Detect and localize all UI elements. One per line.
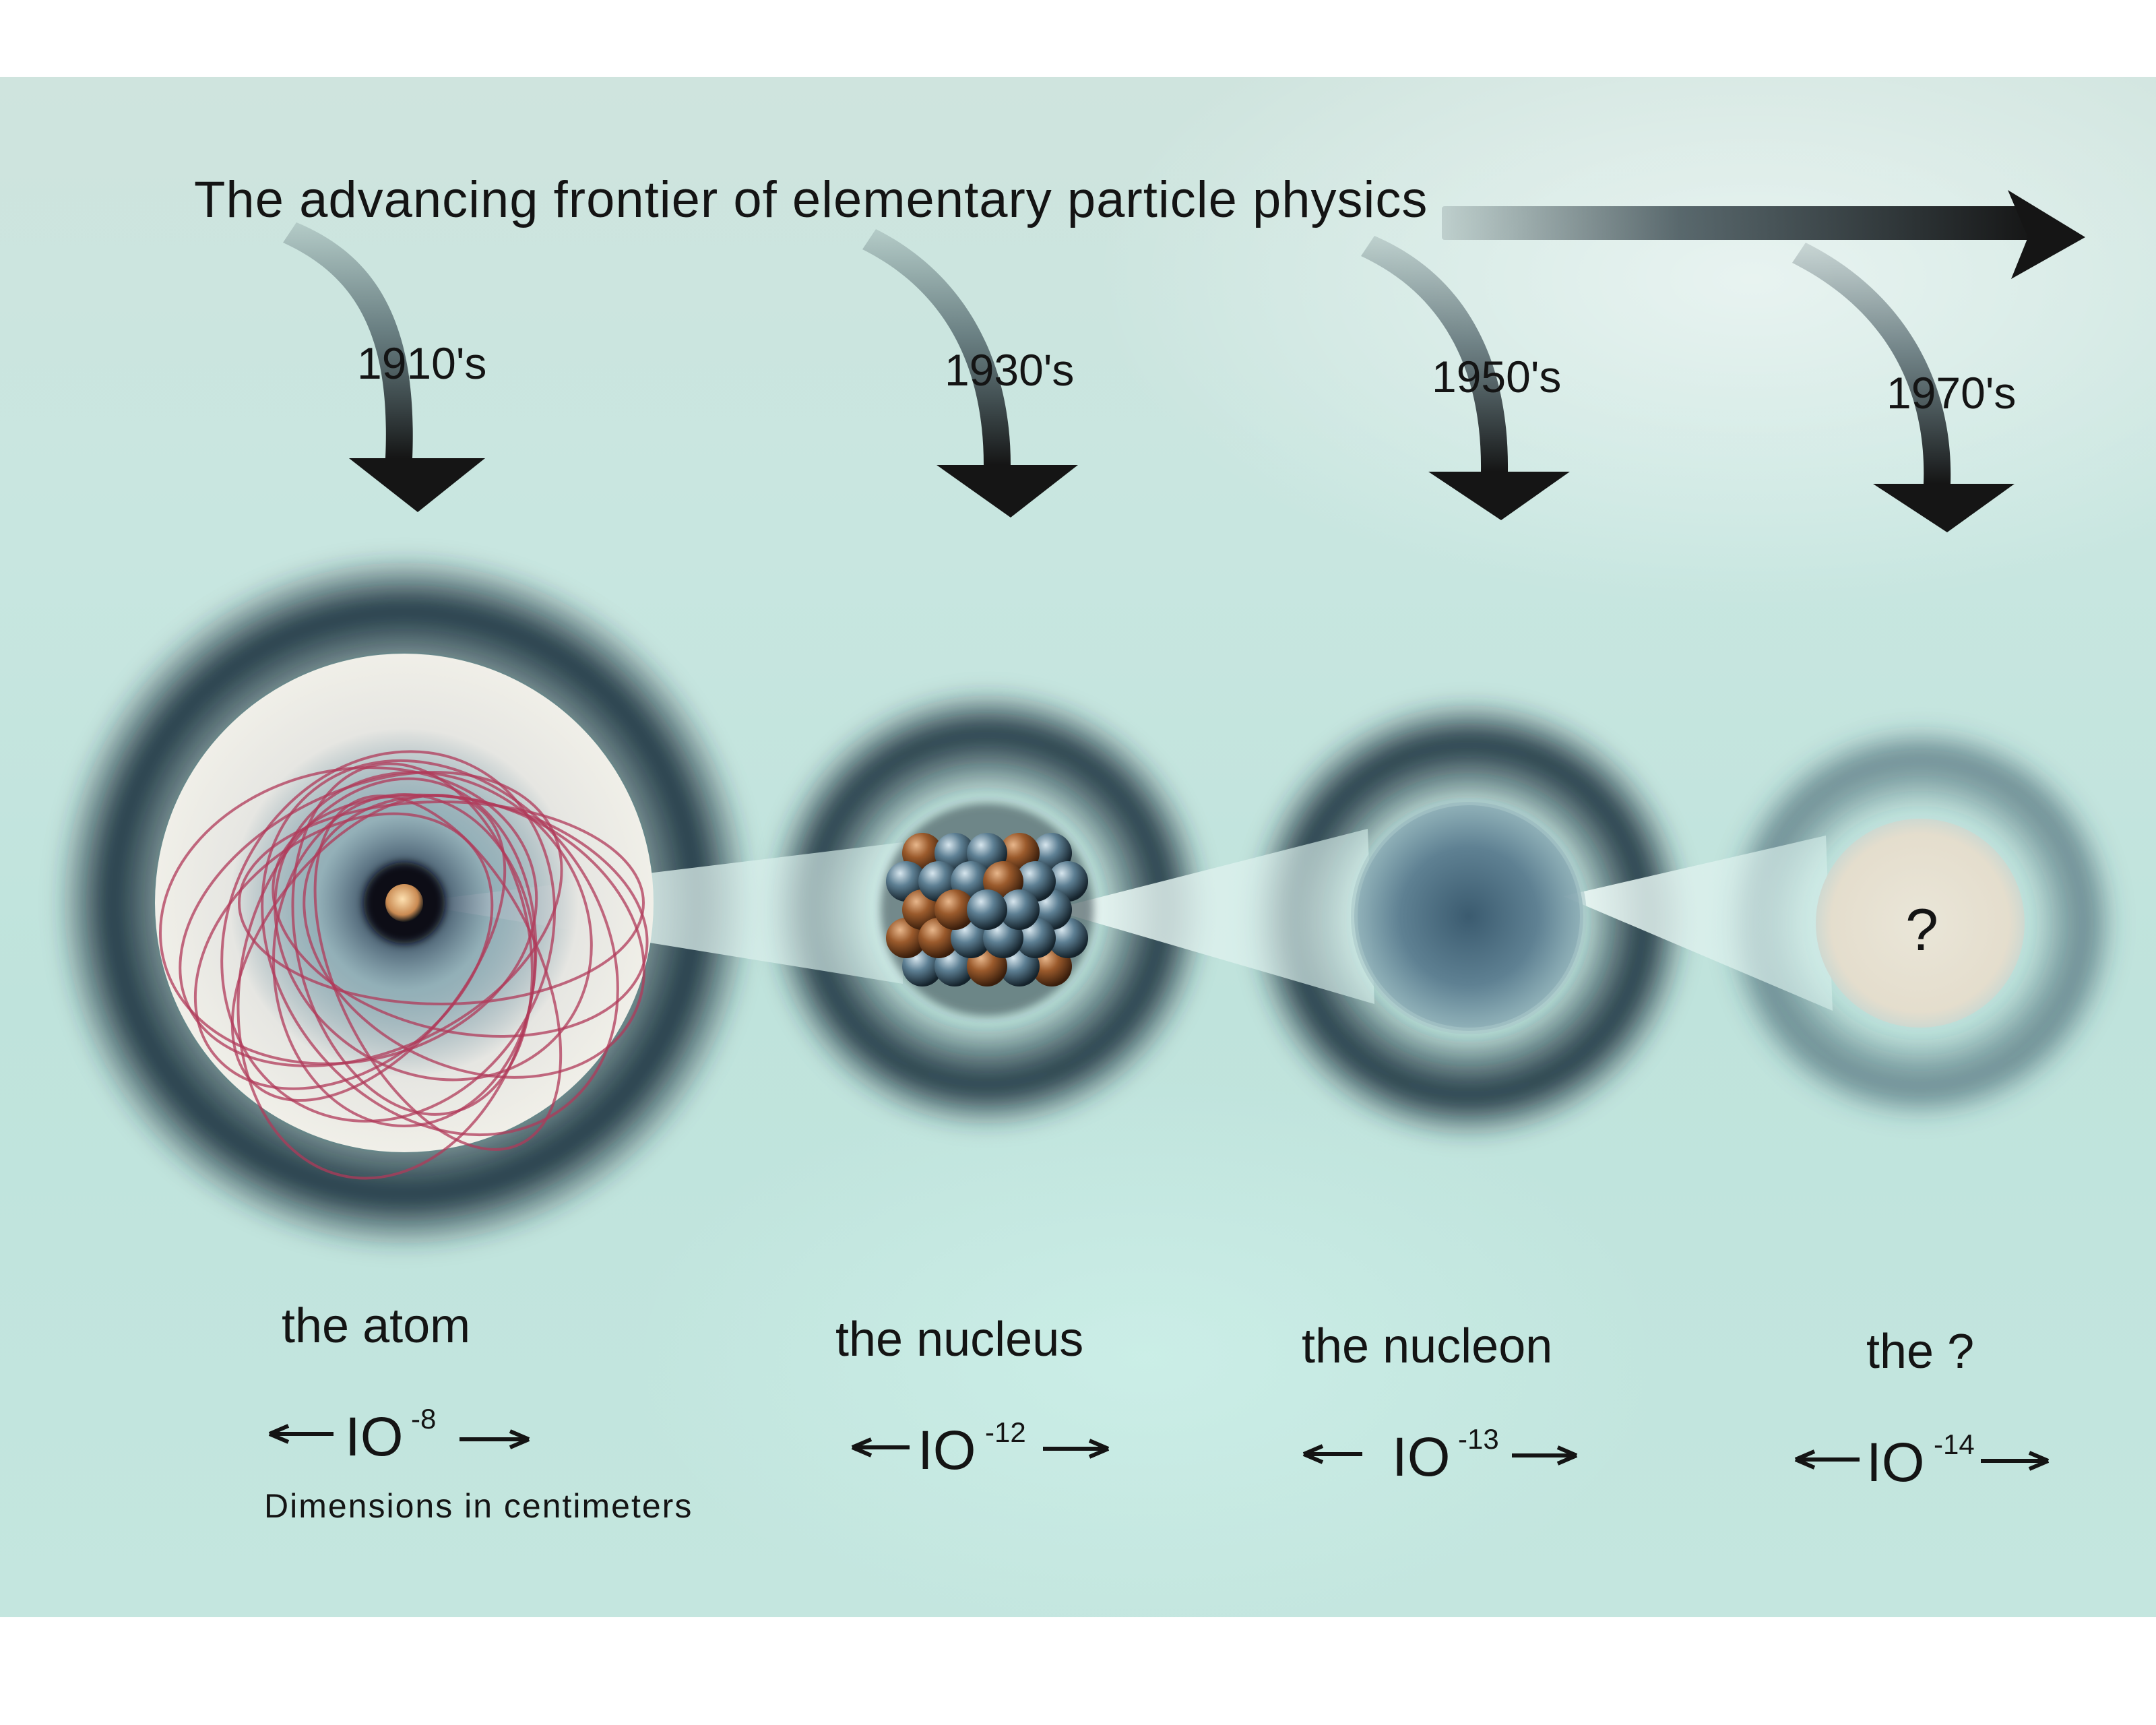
scale-atom-right-arrow	[459, 1429, 530, 1449]
zoom-beam-nucleon-to-unknown	[1563, 836, 1833, 1011]
era-arrows	[283, 222, 2015, 532]
label-nucleus: the nucleus	[835, 1313, 1083, 1367]
label-atom: the atom	[282, 1299, 470, 1353]
era-arrow-1930-head	[937, 465, 1078, 518]
era-label-1910s: 1910's	[357, 338, 486, 388]
zoom-beam-atom-to-nucleus	[404, 842, 903, 984]
nucleus	[881, 803, 1093, 1016]
electron-orbit	[261, 759, 619, 1137]
scale-unknown-right-arrow	[1981, 1451, 2050, 1471]
scale-nucleon: IO -13	[1302, 1423, 1578, 1488]
era-label-1970s: 1970's	[1886, 368, 2016, 418]
electron-orbit	[159, 766, 538, 1065]
era-arrow-1910-body	[283, 222, 413, 458]
dimensions-note: Dimensions in centimeters	[264, 1487, 693, 1525]
era-arrow-1950-head	[1428, 472, 1570, 520]
frontier-arrow-shaft	[1442, 206, 2035, 240]
era-arrow-1910	[283, 222, 485, 512]
atom-nucleus-dot	[385, 884, 423, 922]
neutron-sphere	[967, 889, 1007, 930]
electron-orbit	[291, 762, 534, 1116]
scale-unknown: IO -14	[1794, 1429, 2050, 1493]
scale-nucleus-left-arrow	[851, 1437, 910, 1457]
scale-nucleus: IO -12	[851, 1416, 1110, 1481]
era-arrow-1970	[1792, 243, 2015, 532]
era-arrow-1950	[1361, 236, 1570, 520]
era-label-1950s: 1950's	[1432, 352, 1561, 402]
era-arrow-1950-body	[1361, 236, 1509, 472]
era-arrow-1930-body	[862, 229, 1011, 465]
electron-orbits	[159, 750, 649, 1180]
scale-nucleon-exponent: -13	[1458, 1423, 1499, 1455]
scale-nucleus-exponent: -12	[985, 1416, 1026, 1448]
label-unknown: the ?	[1866, 1325, 1974, 1379]
scale-nucleon-left-arrow	[1302, 1444, 1362, 1464]
unknown-question-mark: ?	[1905, 896, 1938, 963]
era-arrow-1910-head	[349, 458, 485, 512]
diagram-title: The advancing frontier of elementary par…	[194, 171, 1428, 228]
scale-nucleus-base: IO	[918, 1420, 976, 1481]
nucleon-cluster	[886, 833, 1088, 986]
neutron-sphere	[999, 889, 1040, 930]
unknown-particle: ?	[1816, 819, 2025, 1028]
era-arrow-1970-head	[1873, 484, 2015, 532]
atom	[155, 654, 654, 1180]
era-label-1930s: 1930's	[945, 345, 1074, 395]
frontier-arrow-head	[2008, 190, 2085, 279]
page-margin	[0, 1617, 2156, 1725]
unknown-sphere	[1816, 819, 2025, 1028]
scale-atom-exponent: -8	[411, 1403, 436, 1435]
scale-atom-left-arrow	[268, 1424, 334, 1444]
scale-atom-base: IO	[345, 1406, 404, 1468]
nucleon-rim	[1351, 798, 1587, 1034]
proton-sphere	[934, 889, 975, 930]
scale-nucleus-right-arrow	[1043, 1439, 1110, 1459]
frontier-arrow	[1442, 190, 2085, 279]
scale-unknown-base: IO	[1866, 1432, 1925, 1493]
scale-unknown-left-arrow	[1794, 1449, 1860, 1470]
label-nucleon: the nucleon	[1302, 1319, 1552, 1373]
zoom-beam-nucleus-to-nucleon	[1051, 829, 1374, 1004]
nucleon	[1351, 798, 1587, 1034]
scale-atom: IO -8	[268, 1403, 530, 1468]
scale-nucleon-right-arrow	[1512, 1445, 1578, 1466]
era-arrow-1970-body	[1792, 243, 1951, 484]
scale-nucleon-base: IO	[1392, 1426, 1451, 1488]
nucleon-sphere	[1354, 802, 1583, 1031]
electron-orbit	[220, 750, 556, 1123]
scale-unknown-exponent: -14	[1934, 1429, 1975, 1460]
era-arrow-1930	[862, 229, 1078, 518]
